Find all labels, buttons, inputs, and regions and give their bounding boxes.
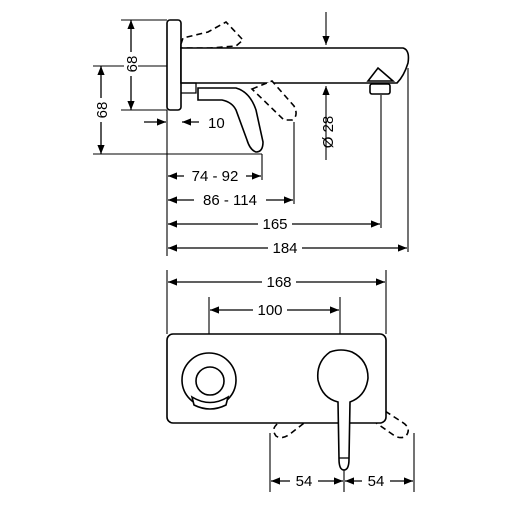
handle-dashed-upper — [180, 20, 245, 49]
dim-center-distance: 100 — [257, 302, 282, 319]
dim-depth-b: 86 - 114 — [203, 192, 257, 209]
mixer-lever — [316, 349, 369, 471]
dim-lever-right: 54 — [368, 473, 385, 490]
dim-height-upper: 68 — [124, 56, 141, 73]
diameter-label: Ø 28 — [320, 116, 337, 149]
side-view: Ø 28 68 68 10 74 - 92 86 - 114 — [93, 12, 410, 257]
dim-height-lower: 68 — [94, 102, 111, 119]
front-view: 168 100 54 54 — [166, 270, 415, 492]
handle-lever — [197, 87, 264, 153]
spout — [180, 47, 410, 84]
aerator — [366, 66, 396, 82]
spout-lip — [190, 395, 230, 410]
lever-dashed-right — [350, 393, 410, 439]
aerator-ring — [369, 83, 391, 95]
dim-lever-left: 54 — [296, 473, 313, 490]
spout-neck — [181, 82, 197, 94]
handle-dashed-tilted — [250, 80, 297, 121]
dim-depth-d: 184 — [272, 240, 297, 257]
lever-dashed-left — [272, 393, 328, 439]
wall-plate — [166, 19, 182, 111]
spout-outlet — [195, 366, 225, 396]
dim-plate-thickness: 10 — [208, 115, 225, 132]
dim-plate-width: 168 — [266, 274, 291, 291]
dim-depth-a: 74 - 92 — [192, 168, 239, 185]
dim-depth-c: 165 — [262, 216, 287, 233]
